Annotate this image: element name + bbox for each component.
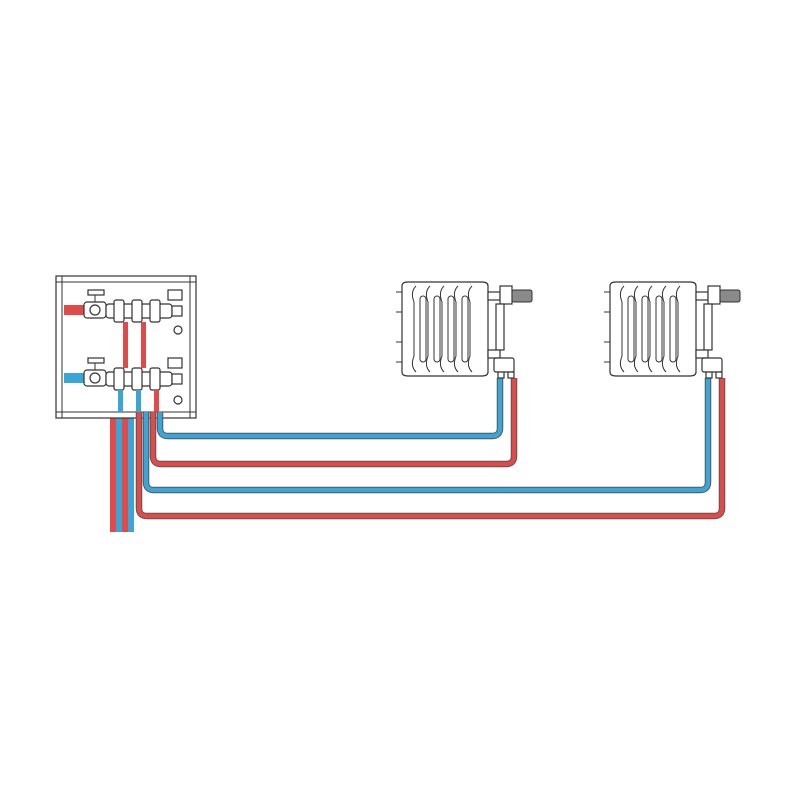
supply-valve-icon (83, 289, 107, 319)
heating-manifold (55, 275, 197, 419)
internal-return-tube-1 (118, 390, 123, 412)
internal-return-tube-3 (154, 390, 159, 412)
return-manifold-bar (105, 357, 183, 405)
riser-supply-1 (110, 380, 116, 532)
riser-pipes (110, 380, 134, 532)
return-valve-icon (83, 357, 107, 387)
riser-return-2 (128, 380, 134, 532)
radiator-icon (604, 281, 697, 377)
thermostatic-valve-icon (695, 285, 741, 351)
supply-inlet (64, 305, 84, 315)
lockshield-valve-icon (695, 349, 723, 379)
radiator-2 (604, 281, 741, 379)
supply-manifold-bar (105, 289, 183, 335)
riser-supply-2 (122, 380, 128, 532)
supply-pipe-radiator-2 (136, 378, 725, 519)
lockshield-valve-icon (487, 349, 515, 379)
pipe-edges (135, 378, 726, 520)
return-pipe-radiator-2 (143, 378, 711, 493)
thermostatic-valve-icon (487, 285, 533, 351)
riser-return-1 (116, 380, 122, 532)
supply-pipe-radiator-1 (150, 378, 517, 467)
internal-return-tube-2 (136, 390, 141, 412)
pipes (136, 378, 725, 519)
internal-supply-tube-1 (123, 322, 128, 368)
radiator-icon (396, 281, 489, 377)
return-inlet (64, 373, 84, 383)
return-pipe-radiator-1 (157, 378, 503, 439)
radiator-1 (396, 281, 533, 379)
internal-supply-tube-2 (141, 322, 146, 368)
